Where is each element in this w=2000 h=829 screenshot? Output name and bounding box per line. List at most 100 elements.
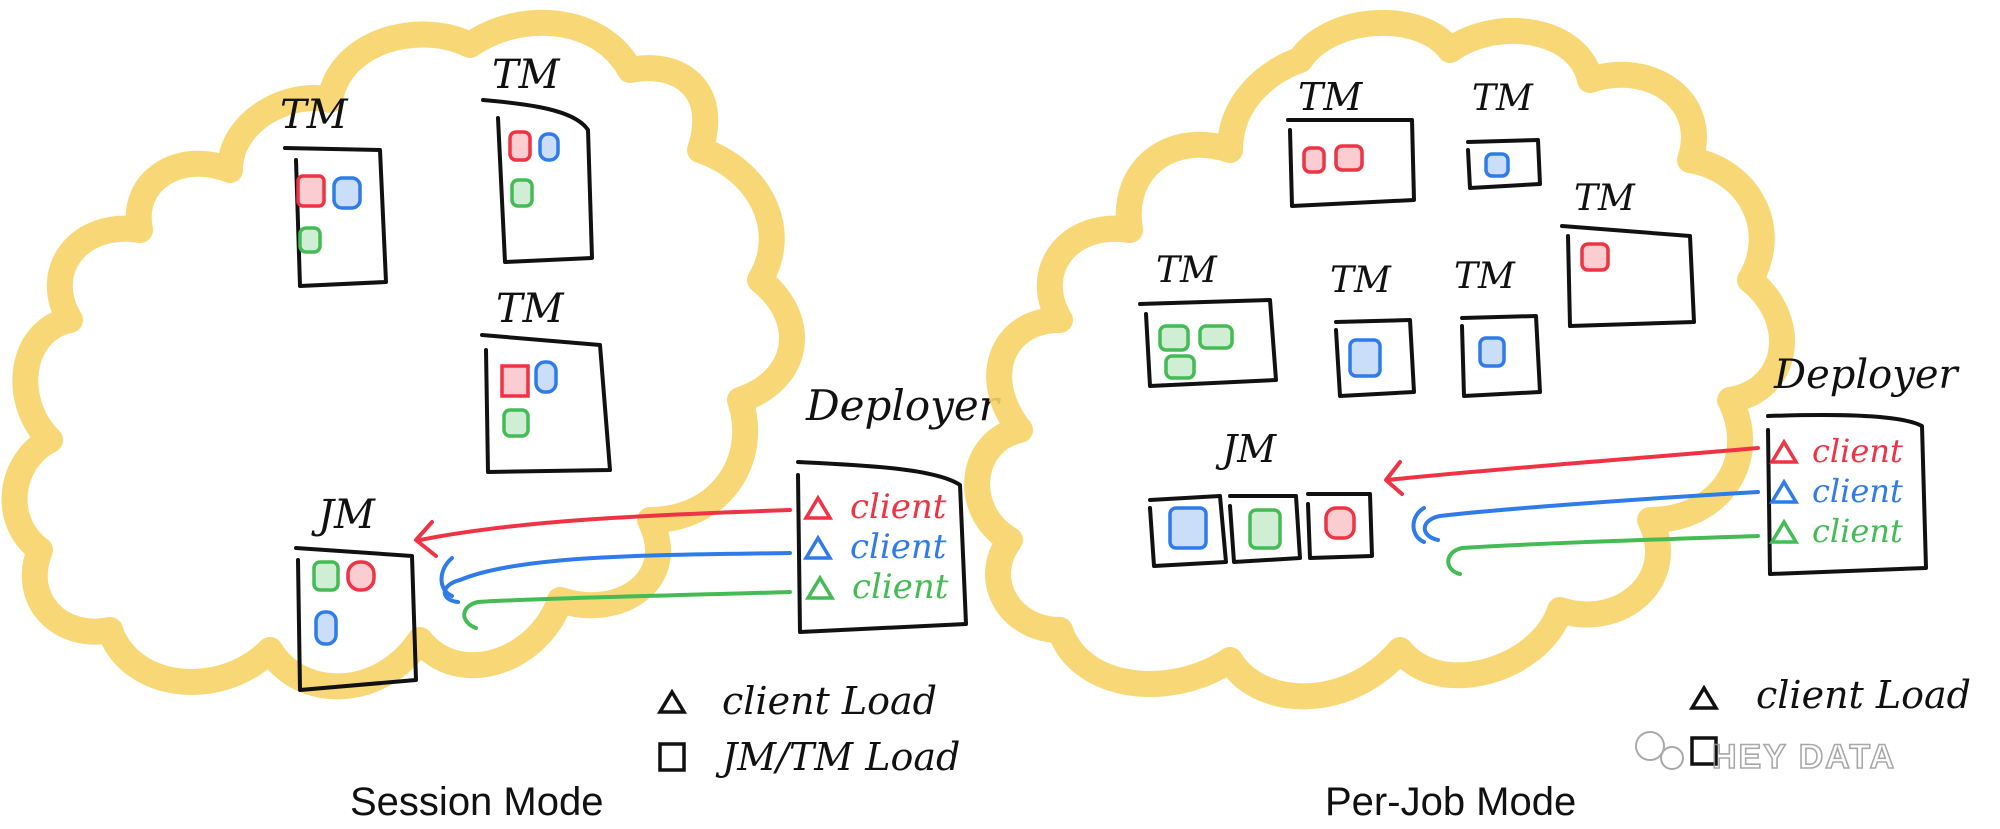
jm-box <box>1228 494 1302 564</box>
green-slot <box>1198 324 1234 350</box>
deployer-client-blue: client <box>802 527 947 567</box>
tm-box <box>1466 138 1542 190</box>
client-label: client <box>1812 512 1903 550</box>
tm-box <box>1286 118 1416 208</box>
blue-slot <box>332 176 362 210</box>
session-caption: Session Mode <box>350 780 603 824</box>
tm-label: TM <box>1454 256 1516 297</box>
tm-label: TM <box>1298 75 1363 119</box>
legend-triangle-text: client Load <box>722 679 937 723</box>
tm-box <box>1460 314 1542 398</box>
red-slot <box>1334 144 1364 172</box>
tm-label: TM <box>1330 260 1392 301</box>
blue-slot <box>534 360 558 394</box>
jm-box <box>1148 494 1228 568</box>
blue-slot <box>538 132 560 162</box>
deployer-label: Deployer <box>805 381 1002 430</box>
tm-box <box>1334 318 1416 398</box>
blue-slot <box>1484 152 1510 178</box>
green-client-arrow <box>462 590 792 630</box>
deployer-client-red: client <box>1768 432 1903 470</box>
perjob-tm-1: TM <box>1286 75 1416 208</box>
client-label: client <box>850 527 947 567</box>
blue-slot <box>1168 506 1208 550</box>
blue-slot <box>1478 336 1506 368</box>
session-tm-2: TM <box>481 52 594 264</box>
legend-triangle-text: client Load <box>1756 673 1971 717</box>
perjob-mode-panel: TM TM TM TM TM <box>964 9 1971 824</box>
session-jm: JM <box>294 492 418 692</box>
perjob-tm-4: TM <box>1138 250 1278 388</box>
square-icon <box>658 742 686 772</box>
tm-box <box>481 98 594 264</box>
perjob-cloud <box>964 9 1795 710</box>
blue-slot <box>1348 338 1382 378</box>
perjob-tm-5: TM <box>1330 260 1416 398</box>
triangle-icon <box>804 574 836 600</box>
blue-slot <box>314 610 338 646</box>
jm-label: JM <box>1215 427 1277 471</box>
green-slot <box>312 560 340 592</box>
jm-label: JM <box>311 492 376 538</box>
red-client-arrow <box>1384 446 1760 496</box>
red-slot <box>1580 242 1610 272</box>
tm-label: TM <box>1156 250 1218 291</box>
tm-label: TM <box>1574 178 1636 219</box>
blue-client-arrow <box>1411 490 1760 544</box>
tm-box <box>480 333 612 474</box>
red-slot <box>1324 506 1356 540</box>
deployer-client-green: client <box>1768 512 1903 550</box>
wechat-logo-icon <box>1635 731 1665 761</box>
jm-box <box>294 546 418 692</box>
red-slot <box>346 560 376 592</box>
red-slot <box>500 364 530 398</box>
triangle-icon <box>1768 518 1800 544</box>
triangle-icon <box>656 688 688 714</box>
deployer-box <box>796 460 968 634</box>
client-label: client <box>1812 432 1903 470</box>
green-client-arrow <box>1446 534 1760 576</box>
wechat-logo-icon <box>1660 746 1684 770</box>
triangle-icon <box>1768 478 1800 504</box>
green-slot <box>510 178 534 208</box>
perjob-tm-6: TM <box>1454 256 1542 398</box>
session-deployer: Deployer client client client <box>796 381 1002 634</box>
triangle-icon <box>1768 438 1800 464</box>
red-slot <box>296 174 326 208</box>
tm-box <box>283 146 388 288</box>
client-label: client <box>850 487 947 527</box>
triangle-icon <box>1688 684 1720 710</box>
triangle-icon <box>802 534 834 560</box>
session-tm-3: TM <box>480 286 612 474</box>
deployer-box <box>1766 413 1928 576</box>
tm-label: TM <box>492 52 561 98</box>
tm-box <box>1138 298 1278 388</box>
perjob-tm-2: TM <box>1466 78 1542 190</box>
deployer-client-green: client <box>804 567 949 607</box>
jm-box <box>1306 492 1374 560</box>
square-icon <box>1690 736 1718 766</box>
deployer-client-red: client <box>802 487 947 527</box>
red-slot <box>1302 146 1326 174</box>
green-slot <box>1164 354 1196 380</box>
session-mode-panel: TM TM TM JM <box>1 9 1002 824</box>
perjob-legend: client Load <box>1688 673 1971 766</box>
red-slot <box>508 130 532 162</box>
red-client-arrow <box>414 508 792 558</box>
deployer-client-blue: client <box>1768 472 1903 510</box>
legend-square-text: JM/TM Load <box>715 735 960 779</box>
triangle-icon <box>802 494 834 520</box>
session-legend: client Load JM/TM Load <box>656 679 960 779</box>
session-tm-1: TM <box>280 92 388 288</box>
green-slot <box>298 226 322 254</box>
green-slot <box>502 408 530 438</box>
deployer-label: Deployer <box>1773 352 1960 398</box>
tm-label: TM <box>280 92 349 138</box>
tm-label: TM <box>1472 78 1534 119</box>
blue-client-arrow <box>439 551 792 604</box>
tm-box <box>1560 224 1696 328</box>
perjob-caption: Per-Job Mode <box>1325 780 1576 824</box>
tm-label: TM <box>496 286 565 332</box>
green-slot <box>1158 324 1190 352</box>
perjob-deployer: Deployer client client client <box>1766 352 1960 576</box>
